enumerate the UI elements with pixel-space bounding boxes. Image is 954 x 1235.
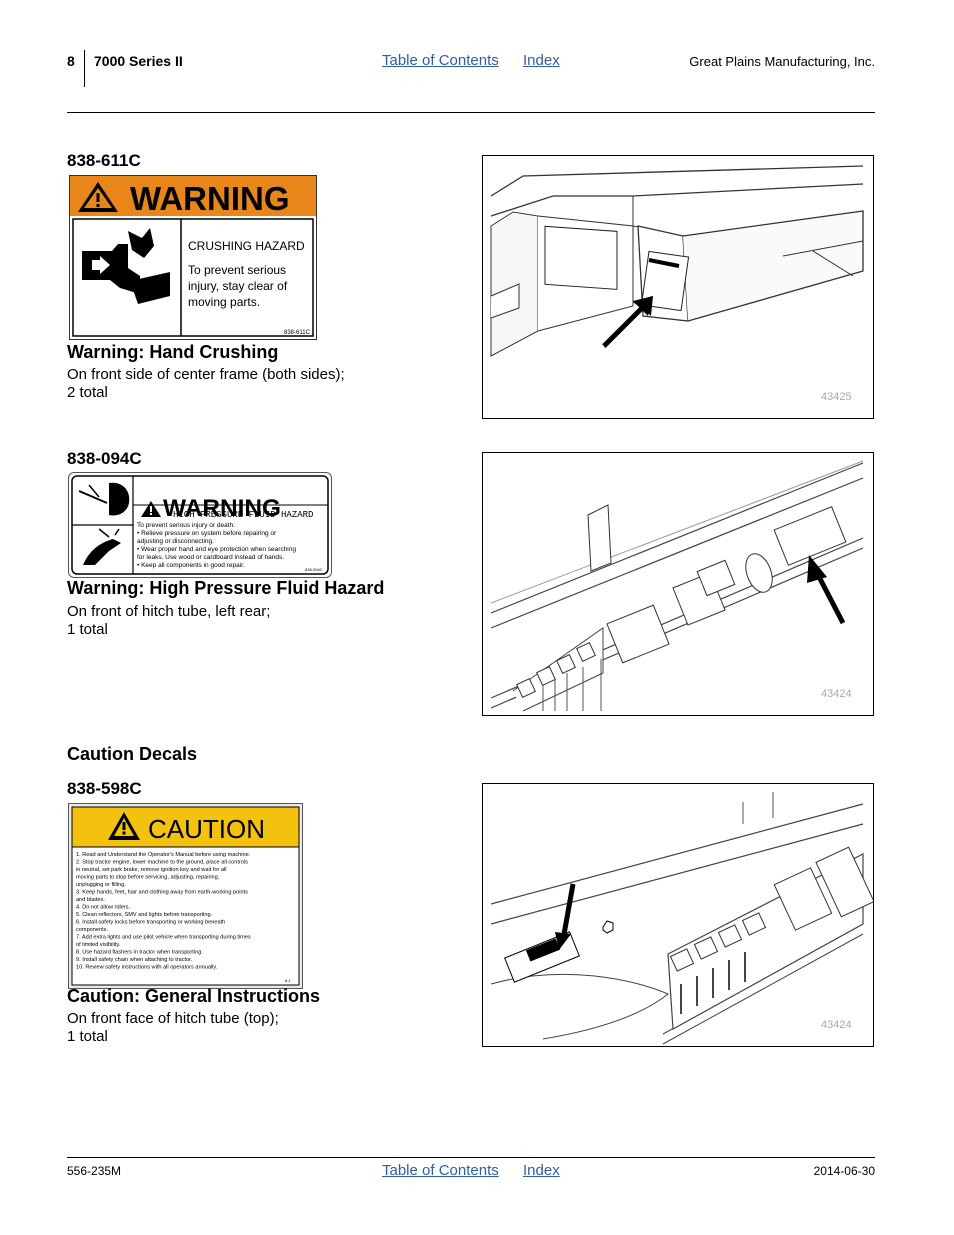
svg-text:8. Use hazard flashers in tra: 8. Use hazard flashers in tractor when t… — [76, 950, 203, 956]
svg-text:CRUSHING HAZARD: CRUSHING HAZARD — [188, 239, 305, 253]
svg-text:43424: 43424 — [821, 688, 852, 700]
photo-hitch-tube-top: 43424 — [482, 783, 874, 1047]
photo-center-frame: 43425 — [482, 155, 874, 419]
svg-text:for leaks. Use wood or cardboa: for leaks. Use wood or cardboard instead… — [137, 554, 284, 561]
svg-text:3. Keep hands, feet, hair and: 3. Keep hands, feet, hair and clothing a… — [76, 890, 248, 896]
svg-text:1. Read and Understand the Op: 1. Read and Understand the Operator's Ma… — [76, 852, 251, 858]
svg-text:9. Install safety chain when: 9. Install safety chain when attaching t… — [76, 957, 193, 963]
svg-text:5. Clean reflectors, SMV and: 5. Clean reflectors, SMV and lights befo… — [76, 912, 213, 918]
header-rule — [67, 112, 875, 113]
footer-index-link[interactable]: Index — [523, 1162, 560, 1179]
svg-text:components.: components. — [76, 927, 108, 933]
svg-text:4. Do not allow riders.: 4. Do not allow riders. — [76, 905, 131, 911]
series-title: 7000 Series II — [94, 53, 183, 69]
header-toc-link[interactable]: Table of Contents — [382, 52, 499, 69]
photo-hitch-tube-rear: 43424 — [482, 452, 874, 716]
title-general-instructions: Caution: General Instructions — [67, 986, 321, 1006]
location-838-598c: On front face of hitch tube (top); 1 tot… — [67, 1010, 279, 1045]
svg-text:• Wear proper hand and eye pro: • Wear proper hand and eye protection wh… — [137, 546, 296, 553]
svg-text:2. Stop tractor engine, lower: 2. Stop tractor engine, lower machine to… — [76, 860, 248, 866]
footer-toc-link[interactable]: Table of Contents — [382, 1162, 499, 1179]
svg-text:CAUTION: CAUTION — [148, 814, 265, 844]
svg-text:838-094C: 838-094C — [305, 567, 323, 572]
title-high-pressure-fluid: Warning: High Pressure Fluid Hazard — [67, 578, 385, 598]
document-number: 556-235M — [67, 1164, 122, 1178]
svg-text:To prevent serious: To prevent serious — [188, 263, 286, 277]
svg-text:6. Install safety locks befor: 6. Install safety locks before transport… — [76, 920, 225, 926]
group-heading-caution-decals: Caution Decals — [67, 744, 198, 764]
company-name: Great Plains Manufacturing, Inc. — [689, 54, 875, 69]
svg-text:of limited visibility.: of limited visibility. — [76, 942, 121, 948]
svg-text:• Keep all components in good: • Keep all components in good repair. — [137, 562, 245, 569]
part-number-838-611c: 838-611C — [67, 151, 141, 170]
svg-text:• Relieve pressure on system b: • Relieve pressure on system before repa… — [137, 530, 277, 537]
document-date: 2014-06-30 — [813, 1164, 875, 1178]
svg-text:43425: 43425 — [821, 391, 852, 403]
title-hand-crushing: Warning: Hand Crushing — [67, 342, 279, 362]
svg-text:WARNING: WARNING — [163, 495, 281, 522]
footer-rule — [67, 1157, 875, 1158]
decal-838-611c: WARNING CRUSHING HAZARD To prevent serio… — [69, 175, 317, 340]
svg-text:8-1: 8-1 — [285, 978, 292, 983]
svg-text:in neutral, set park brake, re: in neutral, set park brake, remove ignit… — [76, 867, 227, 873]
svg-text:moving parts to stop before se: moving parts to stop before servicing, a… — [76, 875, 220, 881]
header-index-link[interactable]: Index — [523, 52, 560, 69]
svg-text:10. Review safety instructions: 10. Review safety instructions with all … — [76, 965, 218, 971]
svg-text:moving parts.: moving parts. — [188, 295, 260, 309]
svg-text:and blades.: and blades. — [76, 897, 105, 903]
part-number-838-094c: 838-094C — [67, 449, 142, 468]
location-838-611c: On front side of center frame (both side… — [67, 366, 345, 401]
location-838-094c: On front of hitch tube, left rear; 1 tot… — [67, 603, 271, 638]
svg-text:unplugging or filling.: unplugging or filling. — [76, 882, 126, 888]
svg-text:7. Add extra lights and use p: 7. Add extra lights and use pilot vehicl… — [76, 935, 251, 941]
page-number: 8 — [67, 53, 75, 69]
svg-text:43424: 43424 — [821, 1019, 852, 1031]
svg-text:WARNING: WARNING — [130, 180, 290, 217]
part-number-838-598c: 838-598C — [67, 779, 142, 798]
decal-838-598c: CAUTION 1. Read and Understand the Opera… — [68, 803, 303, 989]
svg-text:838-611C: 838-611C — [284, 330, 311, 336]
header-divider — [84, 50, 85, 87]
svg-text:injury, stay clear of: injury, stay clear of — [188, 279, 288, 293]
svg-text:adjusting or disconnecting.: adjusting or disconnecting. — [137, 538, 214, 545]
svg-text:To prevent serious injury or d: To prevent serious injury or death: — [137, 522, 235, 529]
svg-text:HIGH PRESSURE FLUID HAZARD: HIGH PRESSURE FLUID HAZARD — [173, 510, 313, 520]
decal-838-094c: WARNING HIGH PRESSURE FLUID HAZARD To pr… — [68, 472, 332, 578]
